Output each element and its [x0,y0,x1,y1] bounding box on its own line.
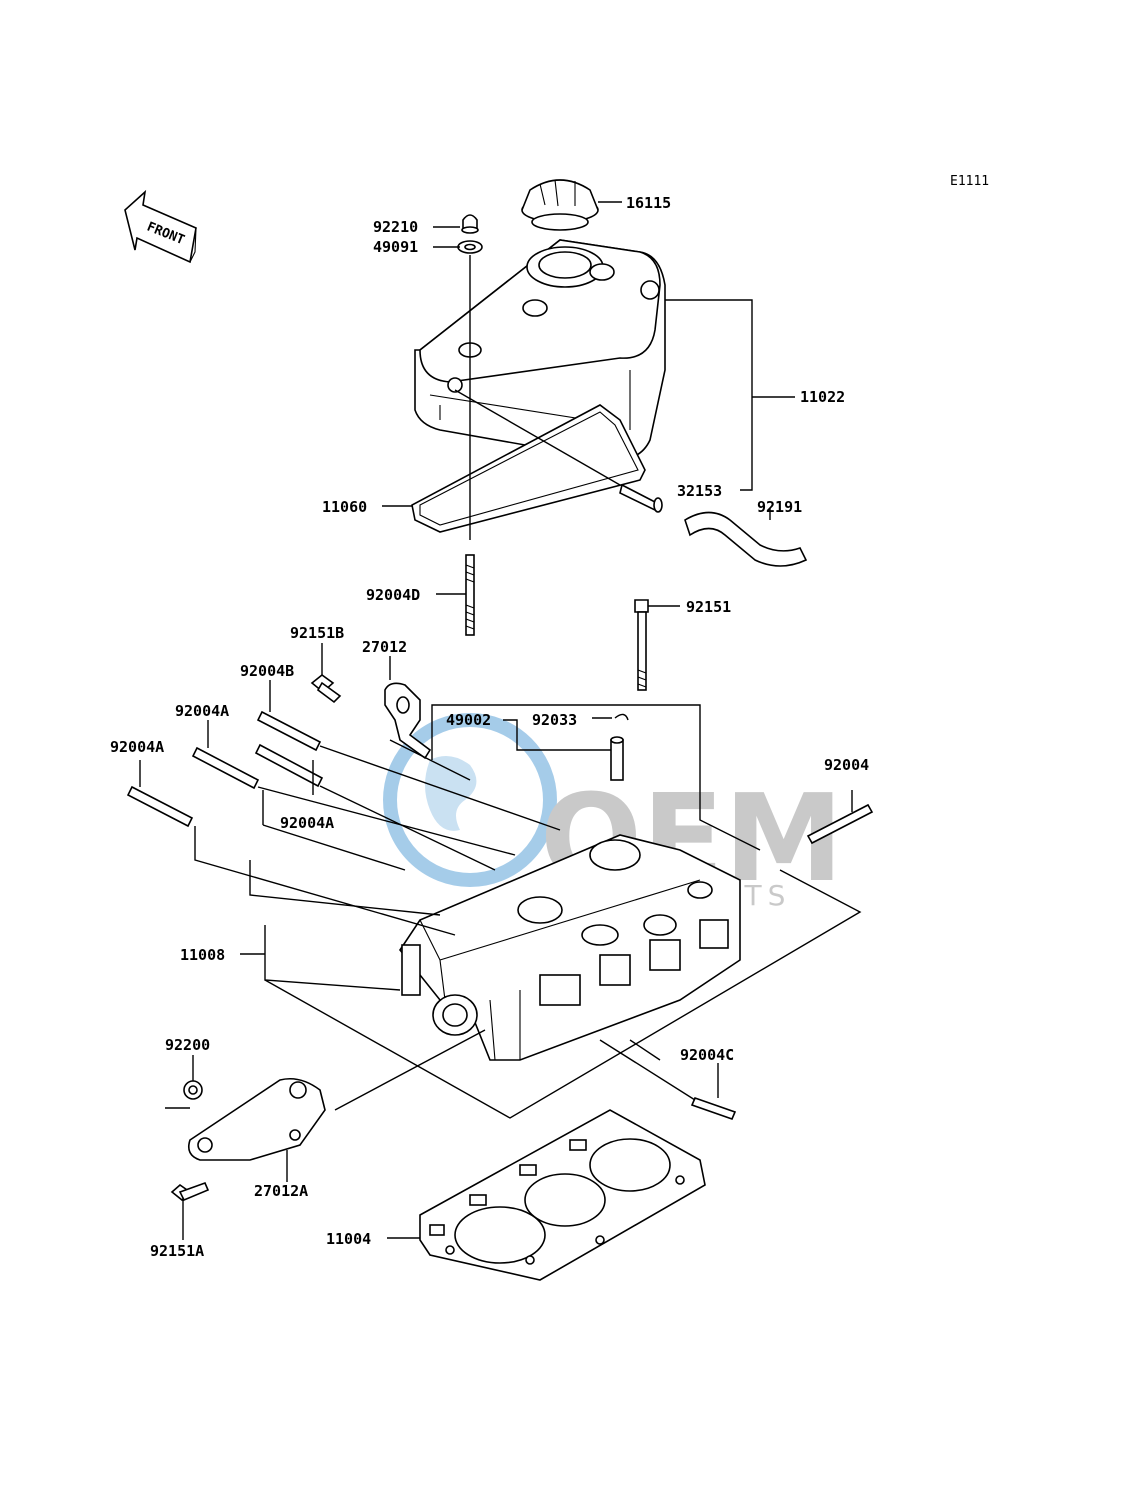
label-11060: 11060 [322,498,367,516]
label-92004: 92004 [824,756,869,774]
label-92033: 92033 [532,711,577,729]
bracket-27012A [187,1077,326,1161]
label-27012: 27012 [362,638,407,656]
label-11008: 11008 [180,946,225,964]
label-92191: 92191 [757,498,802,516]
cylinder-head-11008 [399,834,741,1061]
stud-92004B [256,710,322,752]
head-cover-11022 [414,239,666,461]
label-11004: 11004 [326,1230,371,1248]
stud-92004A-3 [126,785,194,828]
stud-92004D [465,554,475,636]
stud-92004C [690,1096,737,1121]
label-92004C: 92004C [680,1046,734,1064]
label-16115: 16115 [626,194,671,212]
part-labels: 92210 49091 16115 11022 32153 11060 9219… [110,194,869,1260]
oil-filler-cap-16115 [521,179,599,231]
head-gasket-11004 [419,1109,706,1281]
stud-92004 [806,803,874,845]
bracket-27012 [384,682,432,760]
cap-nut-92210 [461,214,479,234]
washer-49091 [457,240,483,254]
clip-92033 [614,713,629,721]
label-92151B: 92151B [290,624,344,642]
label-11022: 11022 [800,388,845,406]
bolt-92151B [310,673,342,704]
stud-92004A-2 [254,743,324,788]
bolt-92151A [170,1181,210,1202]
front-arrow-icon: FRONT [124,189,197,264]
label-49002: 49002 [446,711,491,729]
nut-92200 [183,1080,203,1100]
label-92200: 92200 [165,1036,210,1054]
diagram-code: E1111 [950,174,989,189]
label-92004B: 92004B [240,662,294,680]
label-49091: 49091 [373,238,418,256]
label-92004A-3: 92004A [110,738,164,756]
label-92151: 92151 [686,598,731,616]
pipe-32153 [619,483,663,513]
leader-lines [139,201,862,1240]
label-92151A: 92151A [150,1242,204,1260]
label-92004A-2: 92004A [280,814,334,832]
label-92004A-1: 92004A [175,702,229,720]
label-27012A: 27012A [254,1182,308,1200]
label-32153: 32153 [677,482,722,500]
label-92004D: 92004D [366,586,420,604]
watermark-globe-icon [383,713,557,887]
bolt-92151 [634,599,649,691]
stud-92004A-1 [191,746,260,790]
dowel-49002 [610,736,624,781]
hose-92191 [684,511,808,567]
label-92210: 92210 [373,218,418,236]
